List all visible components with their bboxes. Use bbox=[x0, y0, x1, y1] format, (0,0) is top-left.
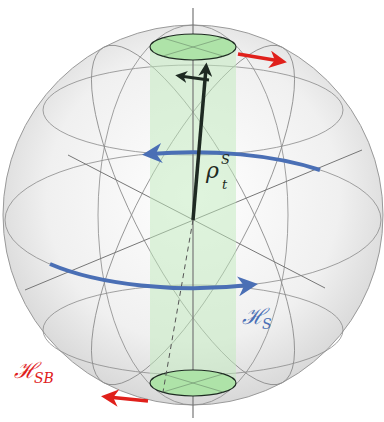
disc-line bbox=[163, 374, 223, 392]
hamiltonian-symbol: ℋ bbox=[242, 306, 265, 328]
dissipation-arrow bbox=[238, 54, 280, 61]
disc-line bbox=[163, 38, 223, 56]
disc bbox=[150, 34, 236, 60]
disc bbox=[150, 370, 236, 396]
state-vector bbox=[193, 68, 206, 220]
bottom-disc bbox=[150, 370, 236, 396]
dissipation-arrow bbox=[108, 397, 148, 401]
superscript: S bbox=[221, 153, 230, 166]
subscript: SB bbox=[34, 371, 54, 385]
dashed-line bbox=[163, 220, 193, 392]
subscript: t bbox=[222, 178, 227, 191]
hamiltonian-symbol: ℋ bbox=[14, 360, 37, 382]
disc-line bbox=[163, 374, 223, 392]
disc-line bbox=[163, 38, 223, 56]
rotation-arrow bbox=[50, 264, 250, 288]
top-disc bbox=[150, 34, 236, 60]
state-symbol: ρ bbox=[206, 160, 219, 182]
subscript: S bbox=[262, 317, 272, 331]
rotation-arrow bbox=[150, 152, 320, 170]
projection-arrow bbox=[180, 76, 209, 80]
